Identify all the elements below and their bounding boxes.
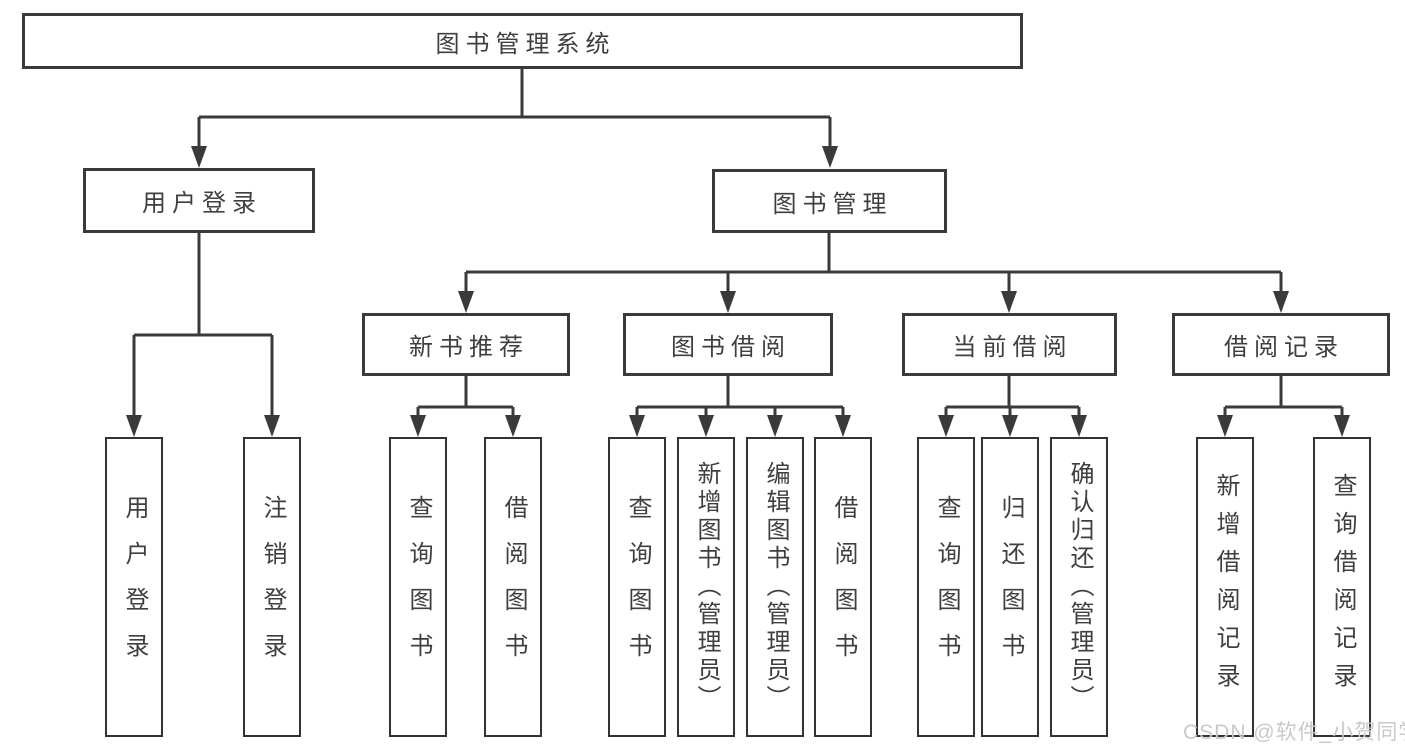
leaf-label: 借阅图书 xyxy=(500,495,527,679)
node-new-book-recommendation: 新书推荐 xyxy=(362,313,570,376)
leaf-borrowing-edit-books-admin: 编辑图书（管理员） xyxy=(746,437,804,737)
node-user-login: 用户登录 xyxy=(83,168,315,233)
leaf-label: 查询图书 xyxy=(624,495,651,679)
leaf-label: 新增借阅记录 xyxy=(1212,473,1239,701)
node-library-management-system: 图书管理系统 xyxy=(22,13,1023,69)
leaf-label: 借阅图书 xyxy=(830,495,857,679)
leaf-current-query-books: 查询图书 xyxy=(917,437,975,737)
leaf-label: 注销登录 xyxy=(259,495,286,679)
node-label: 新书推荐 xyxy=(409,334,529,361)
leaf-label: 用户登录 xyxy=(121,495,148,679)
leaf-borrowing-add-books-admin: 新增图书（管理员） xyxy=(677,437,735,737)
leaf-recommend-borrow-books: 借阅图书 xyxy=(484,437,542,737)
watermark: CSDN @软件_小贺同学 xyxy=(1183,721,1405,744)
node-label: 图书管理系统 xyxy=(435,30,616,58)
leaf-current-return-books: 归还图书 xyxy=(981,437,1039,737)
node-label: 图书借阅 xyxy=(671,334,791,361)
leaf-borrowing-query-books: 查询图书 xyxy=(608,437,666,737)
node-book-management: 图书管理 xyxy=(712,169,947,233)
leaf-borrowing-borrow-books: 借阅图书 xyxy=(814,437,872,737)
leaf-label: 查询图书 xyxy=(405,495,432,679)
leaf-user-login: 用户登录 xyxy=(105,437,163,737)
leaf-records-query-borrow-record: 查询借阅记录 xyxy=(1313,437,1371,737)
node-label: 借阅记录 xyxy=(1224,334,1344,361)
leaf-label: 确认归还（管理员） xyxy=(1066,461,1093,713)
node-current-borrowing: 当前借阅 xyxy=(902,313,1117,376)
connector-lines xyxy=(132,69,1344,421)
node-label: 图书管理 xyxy=(772,190,893,218)
node-label: 当前借阅 xyxy=(952,334,1073,361)
node-borrowing-records: 借阅记录 xyxy=(1172,313,1390,376)
leaf-logout: 注销登录 xyxy=(243,437,301,737)
leaf-recommend-query-books: 查询图书 xyxy=(389,437,447,737)
leaf-records-add-borrow-record: 新增借阅记录 xyxy=(1196,437,1254,737)
leaf-label: 归还图书 xyxy=(997,495,1024,679)
leaf-current-confirm-return-admin: 确认归还（管理员） xyxy=(1050,437,1108,737)
node-book-borrowing: 图书借阅 xyxy=(623,313,833,376)
leaf-label: 编辑图书（管理员） xyxy=(762,461,789,713)
leaf-label: 新增图书（管理员） xyxy=(693,461,720,713)
node-label: 用户登录 xyxy=(142,190,262,217)
leaf-label: 查询借阅记录 xyxy=(1329,473,1356,701)
leaf-label: 查询图书 xyxy=(933,495,960,679)
